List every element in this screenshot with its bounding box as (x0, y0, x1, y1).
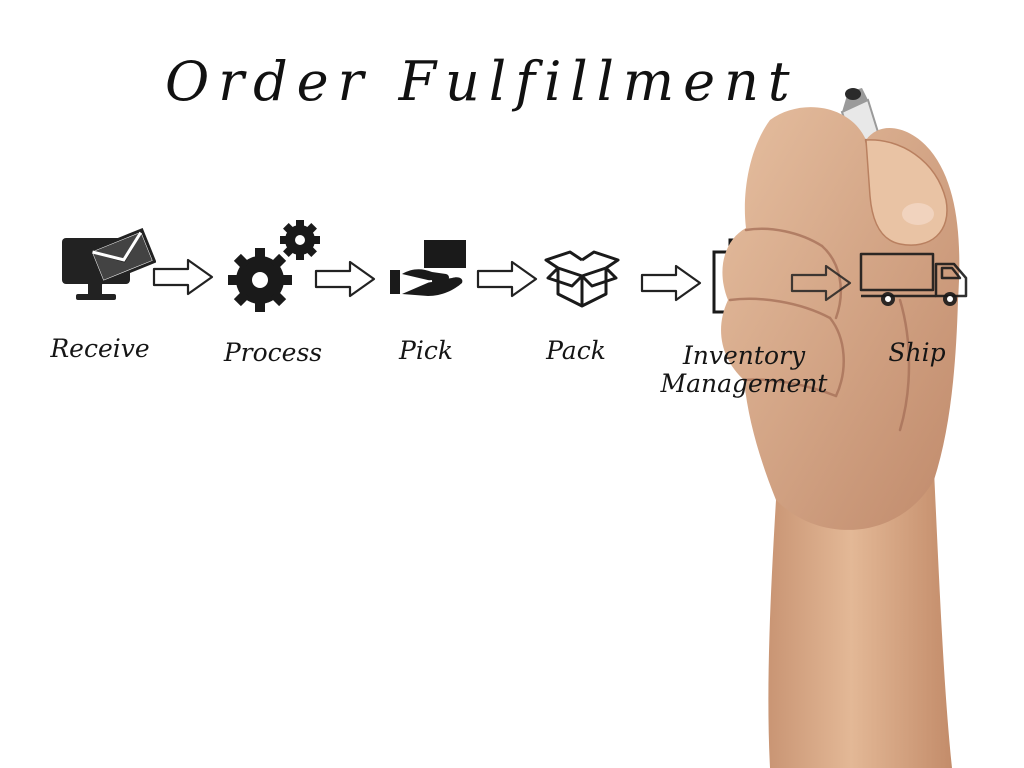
step-label-process: Process (223, 338, 323, 367)
step-label-inventory-management: Inventory Management (644, 342, 844, 398)
open-box-icon (544, 250, 620, 308)
arrow-icon (476, 260, 538, 298)
truck-icon (859, 252, 968, 306)
arrow-icon (314, 260, 376, 298)
step-label-inventory-line2: Management (660, 369, 828, 398)
step-label-pack: Pack (546, 336, 606, 365)
step-label-receive: Receive (50, 334, 150, 363)
gears-icon (228, 220, 320, 312)
diagram-title: Order Fulfillment (165, 50, 799, 113)
step-label-pick: Pick (399, 336, 453, 365)
step-label-inventory-line1: Inventory (682, 341, 806, 370)
hand-box-icon (390, 240, 466, 296)
step-label-ship: Ship (888, 338, 946, 367)
computer-envelope-icon (62, 228, 156, 300)
arrow-icon (640, 264, 702, 302)
arrow-icon (152, 258, 214, 296)
arrow-icon (790, 264, 852, 302)
